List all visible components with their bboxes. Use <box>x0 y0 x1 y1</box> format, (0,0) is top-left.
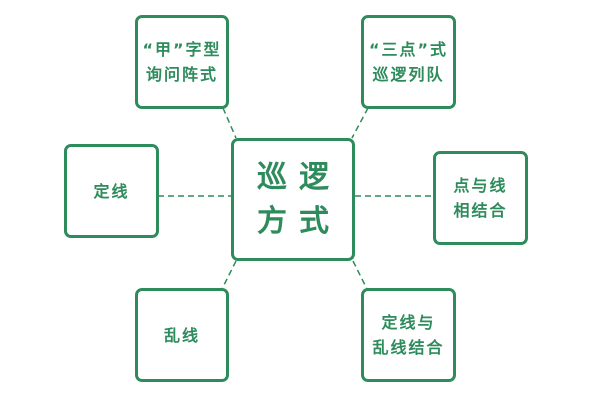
node-jia-formation: “甲”字型 询问阵式 <box>135 15 229 109</box>
node-point-and-line-line-2: 相结合 <box>453 201 508 220</box>
node-random-route-label: 乱线 <box>163 325 200 345</box>
node-random-route: 乱线 <box>135 288 229 382</box>
connector-top-left <box>222 107 237 139</box>
node-three-point-line-2: 巡逻列队 <box>372 65 445 84</box>
node-fixed-and-random: 定线与 乱线结合 <box>361 288 456 382</box>
node-three-point-formation: “三点”式 巡逻列队 <box>361 15 456 109</box>
center-node-patrol-method: 巡逻 方式 <box>231 138 355 261</box>
node-point-and-line-line-1: 点与线 <box>453 176 508 195</box>
node-jia-formation-line-1: “甲”字型 <box>142 40 222 59</box>
node-three-point-line-1: “三点”式 <box>368 40 449 59</box>
node-fixed-route: 定线 <box>64 144 159 238</box>
node-point-and-line: 点与线 相结合 <box>433 151 528 245</box>
node-jia-formation-line-2: 询问阵式 <box>145 65 218 84</box>
connector-bottom-left <box>221 260 237 290</box>
center-line-1: 巡逻 <box>257 159 341 195</box>
node-fixed-and-random-line-1: 定线与 <box>381 313 436 332</box>
connector-bottom-right <box>352 260 368 290</box>
center-line-2: 方式 <box>257 203 341 239</box>
node-fixed-route-label: 定线 <box>93 181 130 201</box>
node-fixed-and-random-line-2: 乱线结合 <box>372 338 445 357</box>
connector-top-right <box>351 107 369 139</box>
